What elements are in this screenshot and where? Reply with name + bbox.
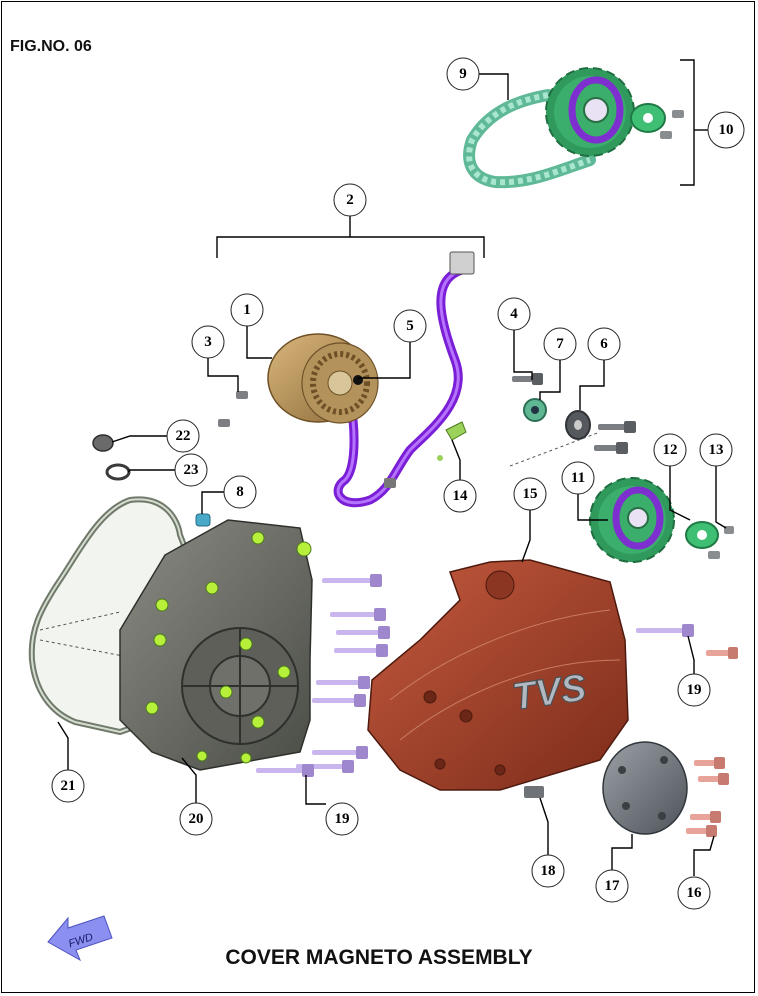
- drive-chain: [463, 89, 596, 189]
- leader-lines: [57, 73, 727, 876]
- svg-text:15: 15: [523, 486, 538, 502]
- stator-assembly: [267, 333, 379, 424]
- callout-5: 5: [393, 309, 427, 343]
- callout-19-left: 19: [325, 802, 359, 836]
- callout-20: 20: [179, 802, 213, 836]
- callout-1: 1: [230, 293, 264, 327]
- harness-clamp-14: [437, 421, 467, 461]
- cover-bolts-19-group-left: [256, 574, 390, 777]
- svg-text:7: 7: [556, 336, 564, 352]
- callout-13: 13: [699, 433, 733, 467]
- callout-12: 12: [653, 433, 687, 467]
- callout-16: 16: [677, 876, 711, 910]
- svg-text:20: 20: [189, 811, 204, 827]
- svg-text:21: 21: [61, 778, 76, 794]
- diagram-title: COVER MAGNETO ASSEMBLY: [225, 946, 533, 969]
- callout-8: 8: [223, 475, 257, 509]
- sprocket-lock-plate-top: [630, 103, 666, 133]
- svg-text:12: 12: [663, 442, 678, 458]
- callout-9: 9: [446, 57, 480, 91]
- svg-text:17: 17: [605, 878, 621, 894]
- lock-plate-12: [685, 521, 719, 549]
- callout-7: 7: [543, 327, 577, 361]
- callout-23: 23: [174, 453, 208, 487]
- stator-bolts: [218, 391, 248, 427]
- svg-text:11: 11: [571, 470, 585, 486]
- svg-text:14: 14: [453, 488, 469, 504]
- callout-11: 11: [561, 461, 595, 495]
- front-sprocket-top: [545, 67, 635, 157]
- oil-filler-cap-22: [92, 434, 114, 452]
- o-ring-23: [105, 463, 131, 481]
- wiring-harness: [333, 251, 475, 508]
- callout-2: 2: [333, 183, 367, 217]
- callout-22: 22: [166, 419, 200, 453]
- svg-text:19: 19: [335, 811, 350, 827]
- svg-text:3: 3: [204, 334, 212, 350]
- svg-text:1: 1: [243, 302, 251, 318]
- figure-number: FIG.NO. 06: [10, 38, 92, 55]
- svg-text:2: 2: [346, 192, 354, 208]
- callout-6: 6: [587, 327, 621, 361]
- callout-19-right: 19: [677, 673, 711, 707]
- outer-cover-15: TVS: [367, 559, 629, 791]
- callout-15: 15: [513, 477, 547, 511]
- svg-text:9: 9: [459, 66, 467, 82]
- callout-17: 17: [595, 869, 629, 903]
- callout-3: 3: [191, 325, 225, 359]
- cap-bolts-16: [686, 757, 729, 837]
- bolt-4: [512, 373, 543, 385]
- bolt-18: [524, 786, 544, 798]
- svg-text:18: 18: [541, 863, 556, 879]
- svg-text:19: 19: [687, 682, 702, 698]
- sprocket-bolts-top: [660, 110, 684, 139]
- timing-cap-17: [602, 741, 688, 835]
- brand-logo: TVS: [510, 667, 589, 719]
- bolts-near-washer: [594, 421, 636, 454]
- svg-text:4: 4: [510, 306, 518, 322]
- callout-4: 4: [497, 297, 531, 331]
- callouts: 1 2 3 4 5 6 7 8 9 10 11 12 13 14 15 16 1…: [51, 57, 745, 910]
- callout-14: 14: [443, 479, 477, 513]
- nut-7: [523, 398, 547, 422]
- svg-text:23: 23: [184, 462, 199, 478]
- dowel-pin-8: [195, 513, 211, 527]
- callout-10: 10: [707, 111, 745, 149]
- washer-6: [565, 410, 591, 440]
- svg-text:13: 13: [709, 442, 724, 458]
- magneto-cover-20: [119, 519, 313, 771]
- bolts-13: [708, 526, 734, 559]
- svg-text:5: 5: [406, 318, 414, 334]
- svg-text:6: 6: [600, 336, 608, 352]
- svg-text:22: 22: [176, 428, 191, 444]
- cover-bolts-19-group-right: [636, 624, 738, 659]
- svg-text:16: 16: [687, 885, 703, 901]
- svg-text:8: 8: [236, 484, 244, 500]
- callout-21: 21: [51, 769, 85, 803]
- fwd-arrow-icon: FWD: [47, 915, 113, 962]
- callout-18: 18: [531, 854, 565, 888]
- svg-text:10: 10: [719, 122, 734, 138]
